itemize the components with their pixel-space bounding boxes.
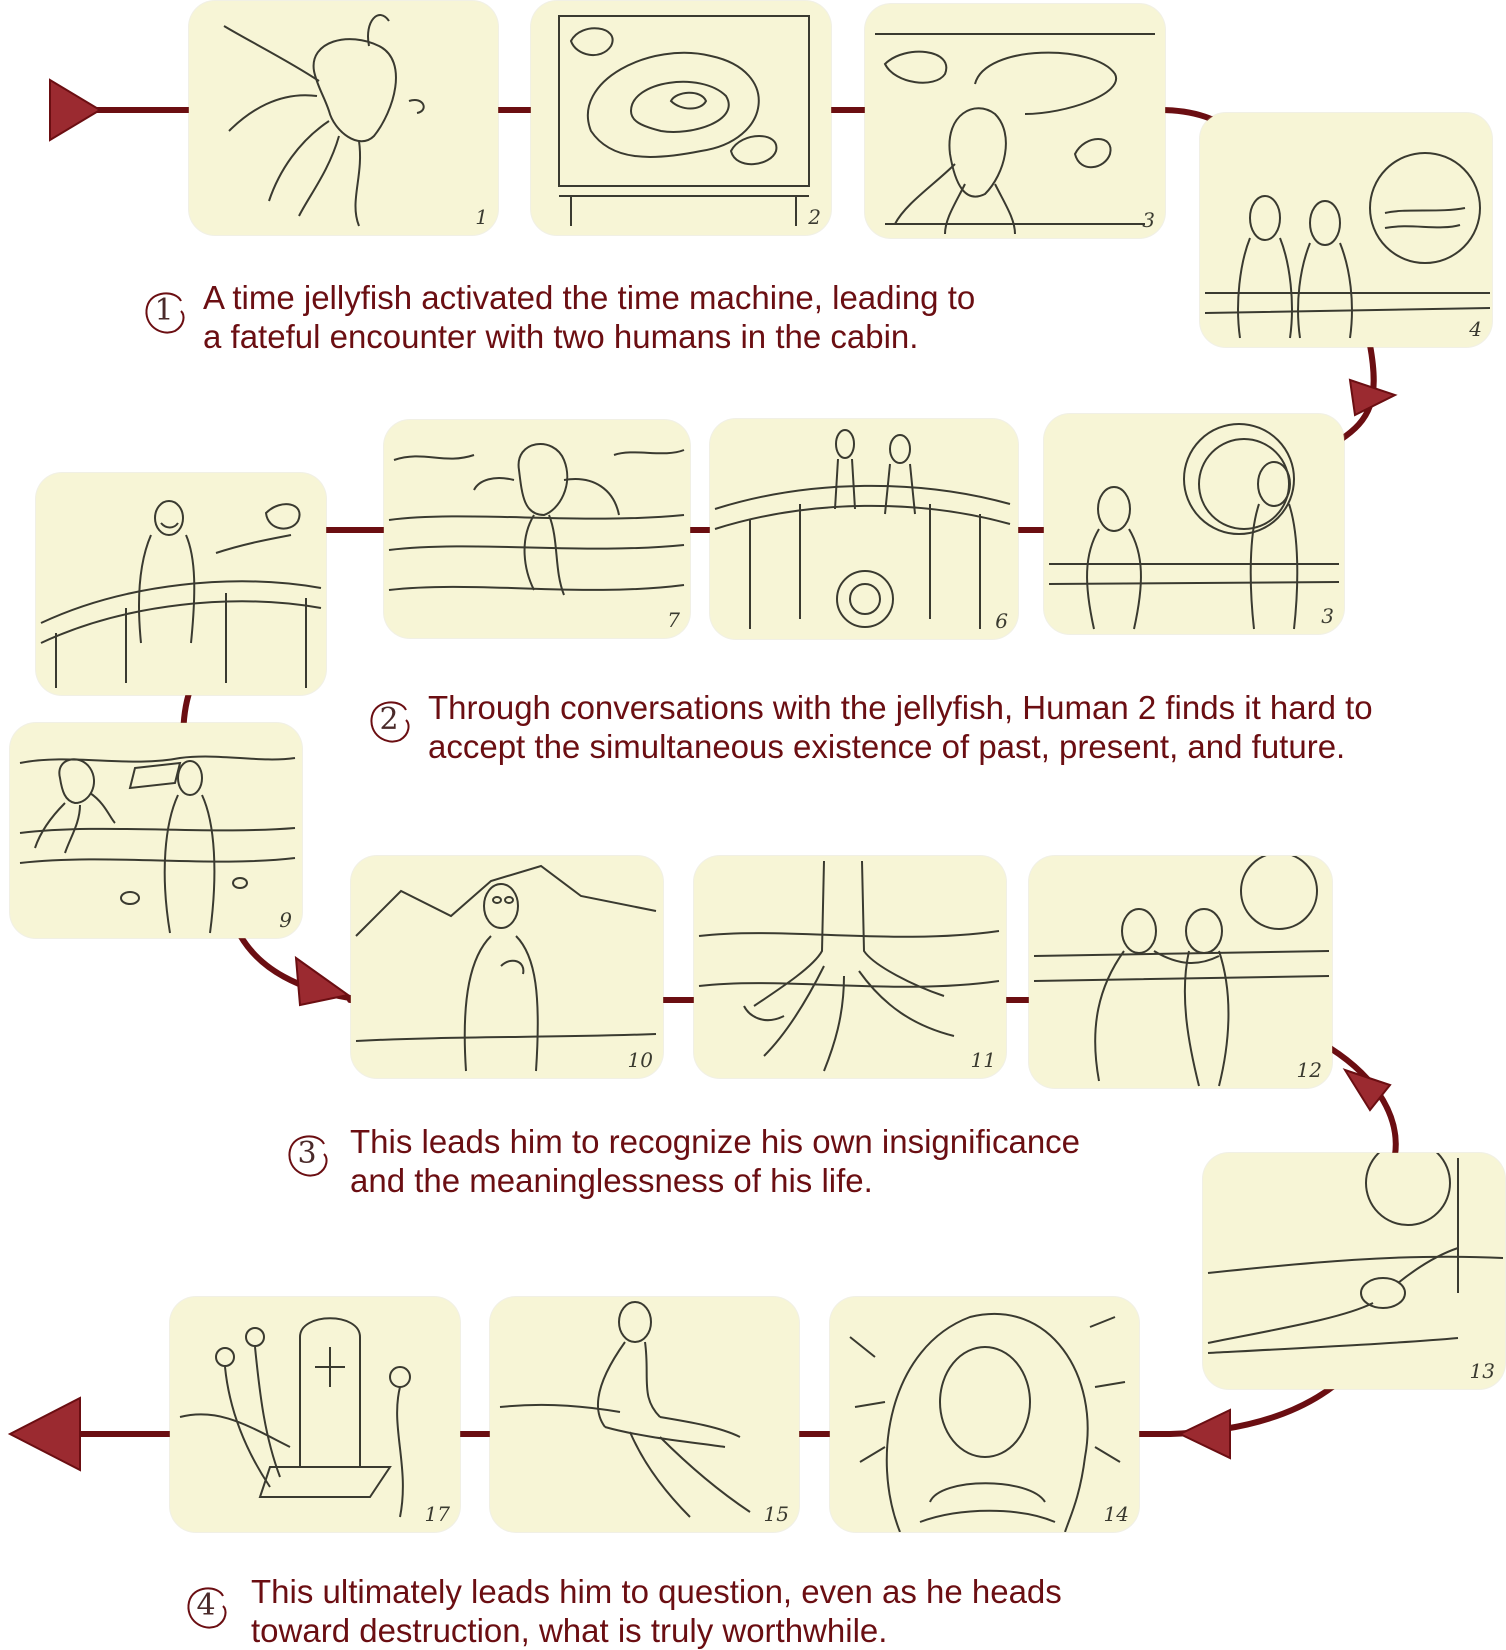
human-mountains-sketch-icon	[355, 864, 657, 1072]
tree-roots-sketch-icon	[698, 860, 1000, 1072]
caption-line: This ultimately leads him to question, e…	[251, 1573, 1062, 1610]
caption-line: Through conversations with the jellyfish…	[428, 689, 1373, 726]
panel-number: 3	[1142, 208, 1155, 232]
end-arrow-icon	[7, 1396, 81, 1472]
caption-badge-4: 4	[183, 1582, 229, 1634]
caption-line: A time jellyfish activated the time mach…	[203, 279, 976, 316]
caption-line: a fateful encounter with two humans in t…	[203, 318, 919, 355]
caption-badge-1: 1	[141, 287, 187, 339]
panel-number: 13	[1469, 1359, 1495, 1383]
panel-number: 1	[475, 205, 488, 229]
panel-number: 6	[995, 609, 1008, 633]
radiant-figure-sketch-icon	[849, 1312, 1126, 1532]
badge-number: 3	[297, 1136, 317, 1171]
seated-figure-sketch-icon	[499, 1301, 751, 1518]
storyboard-panel-3: 3	[865, 4, 1165, 238]
caption-badge-3: 3	[284, 1130, 330, 1182]
caption-line: toward destruction, what is truly worthw…	[251, 1612, 888, 1649]
arrow-right-row3-icon	[294, 955, 351, 1007]
caption-3: This leads him to recognize his own insi…	[350, 1122, 1080, 1200]
storyboard-panel-14: 14	[830, 1297, 1139, 1532]
storyboard-panel-12: 12	[1029, 856, 1332, 1088]
storyboard-panel-13: 13	[1203, 1153, 1505, 1389]
human-railing-sketch-icon	[40, 500, 322, 688]
time-map-sketch-icon	[558, 15, 810, 226]
human-porthole-sketch-icon	[1048, 423, 1340, 630]
flow-curve-right-3	[1327, 1045, 1399, 1158]
storyboard-panel-1: 1	[189, 1, 498, 235]
jellyfish-sea-sketch-icon	[388, 443, 685, 596]
circle-badge-icon	[145, 292, 185, 334]
badge-number: 2	[379, 702, 399, 737]
start-arrow-icon	[49, 78, 102, 142]
jellyfish-sketch-icon	[223, 14, 425, 227]
caption-line: and the meaninglessness of his life.	[350, 1162, 873, 1199]
panel-number: 12	[1296, 1058, 1322, 1082]
panel-number: 11	[970, 1048, 996, 1072]
panel-number: 2	[808, 205, 821, 229]
panel-number: 3	[1321, 604, 1334, 628]
storyboard-panel-4: 4	[1200, 113, 1492, 347]
arrow-down-right-icon	[1348, 378, 1398, 417]
badge-number: 1	[154, 293, 174, 328]
storyboard-panel-16: 17	[170, 1297, 460, 1532]
panel-number: 4	[1469, 317, 1482, 341]
storyboard-panel-5: 3	[1044, 414, 1344, 634]
storyboard-panel-15: 15	[490, 1297, 799, 1532]
human-beach-sketch-icon	[19, 755, 296, 934]
storyboard-panel-8	[36, 473, 326, 695]
caption-1: A time jellyfish activated the time mach…	[203, 278, 975, 356]
panel-number: 17	[424, 1502, 450, 1526]
lying-human-sketch-icon	[1207, 1153, 1504, 1354]
arrow-left-row4-icon	[1177, 1408, 1231, 1460]
circle-badge-icon	[288, 1135, 328, 1177]
caption-line: accept the simultaneous existence of pas…	[428, 728, 1346, 765]
storyboard-panel-6: 6	[710, 419, 1018, 639]
caption-2: Through conversations with the jellyfish…	[428, 688, 1373, 766]
storyboard-panel-11: 11	[694, 856, 1006, 1078]
panel-number: 9	[279, 908, 292, 932]
caption-4: This ultimately leads him to question, e…	[251, 1572, 1062, 1650]
ship-deck-sketch-icon	[714, 429, 1011, 629]
badge-number: 4	[196, 1588, 216, 1623]
two-humans-cabin-sketch-icon	[1204, 152, 1491, 339]
panel-number: 10	[627, 1048, 653, 1072]
circle-badge-icon	[187, 1587, 227, 1629]
caption-badge-2: 2	[366, 696, 412, 748]
panel-number: 7	[667, 608, 680, 632]
circle-badge-icon	[370, 701, 410, 743]
storyboard-panel-10: 10	[351, 856, 663, 1078]
storyboard-panel-2: 2	[531, 1, 831, 235]
grave-flowers-sketch-icon	[179, 1317, 411, 1518]
caption-line: This leads him to recognize his own insi…	[350, 1123, 1081, 1160]
panel-number: 14	[1103, 1502, 1129, 1526]
panel-number: 15	[763, 1502, 789, 1526]
map-jellyfish-sketch-icon	[875, 33, 1155, 235]
storyboard-panel-7: 7	[384, 420, 690, 638]
humans-struggle-sketch-icon	[1033, 856, 1330, 1087]
arrow-down-right2-icon	[1342, 1068, 1392, 1112]
storyboard-panel-9: 9	[10, 723, 302, 938]
